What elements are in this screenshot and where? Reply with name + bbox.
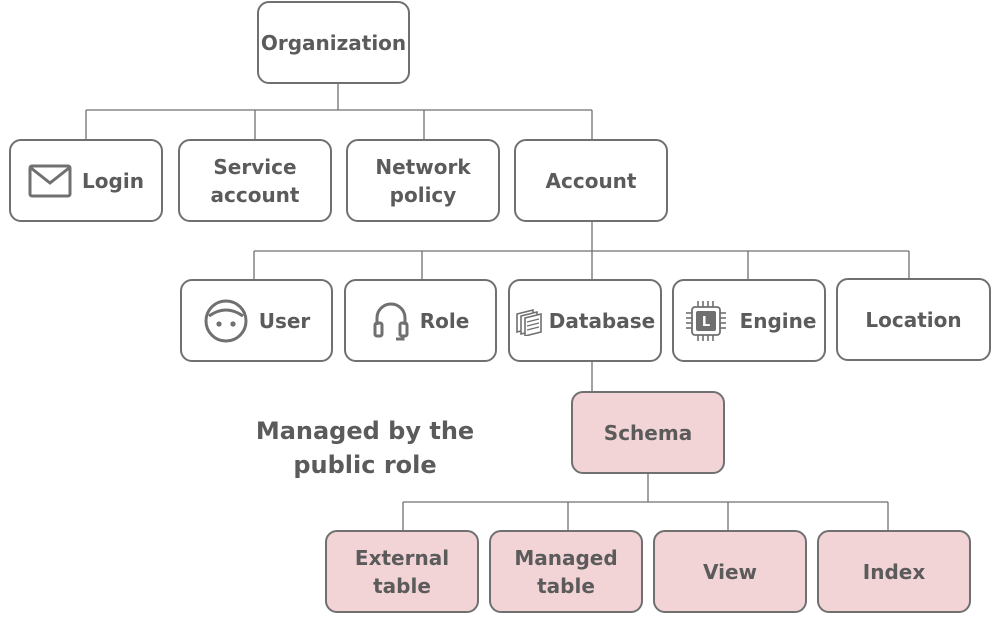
network-policy-label: Network policy: [375, 154, 471, 207]
headset-icon: [372, 300, 410, 342]
view-label: View: [702, 559, 758, 584]
user-label: User: [258, 308, 311, 333]
login-label: Login: [82, 168, 144, 193]
user-node: User: [180, 279, 333, 362]
view-node: View: [653, 530, 807, 613]
index-node: Index: [817, 530, 971, 613]
location-label: Location: [865, 307, 962, 332]
index-label: Index: [862, 559, 926, 584]
managed-table-label: Managed table: [514, 545, 618, 598]
external-table-node: External table: [325, 530, 479, 613]
engine-node: L Engine: [672, 279, 826, 362]
organization-node: Organization: [257, 1, 410, 84]
engine-label: Engine: [739, 308, 817, 333]
login-node: Login: [9, 139, 163, 222]
public-role-note: Managed by the public role: [255, 417, 475, 479]
schema-label: Schema: [603, 420, 693, 445]
role-label: Role: [419, 308, 470, 333]
database-stack-icon: [515, 306, 545, 336]
chip-letter: L: [701, 315, 709, 330]
account-label: Account: [545, 168, 637, 193]
organization-label: Organization: [260, 30, 407, 55]
managed-table-node: Managed table: [489, 530, 643, 613]
chip-icon: L: [682, 297, 730, 345]
account-node: Account: [514, 139, 668, 222]
database-label: Database: [548, 308, 656, 333]
external-table-label: External table: [354, 545, 450, 598]
schema-node: Schema: [571, 391, 725, 474]
database-node: Database: [508, 279, 662, 362]
role-node: Role: [344, 279, 497, 362]
service-account-label: Service account: [210, 154, 300, 207]
service-account-node: Service account: [178, 139, 332, 222]
user-face-icon: [203, 298, 249, 344]
network-policy-node: Network policy: [346, 139, 500, 222]
location-node: Location: [836, 278, 991, 361]
envelope-icon: [28, 164, 72, 198]
